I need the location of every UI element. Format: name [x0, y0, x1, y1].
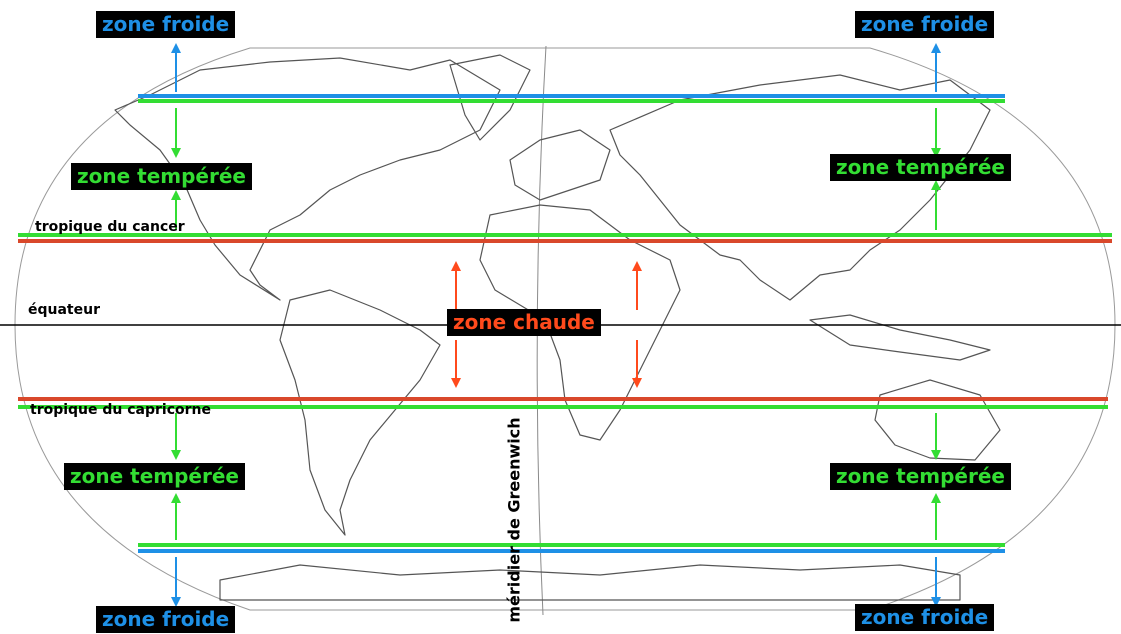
hot-zone-label: zone chaude — [447, 309, 601, 336]
latitude-lines — [0, 94, 1121, 553]
cold-zone-label: zone froide — [96, 606, 236, 633]
greenwich-meridian-label: méridier de Greenwich — [504, 417, 524, 623]
antarctica-coast — [219, 564, 961, 601]
temperate-zone-label: zone tempérée — [830, 463, 1011, 490]
continents — [114, 54, 1001, 601]
greenland-coast — [449, 54, 531, 141]
europe-coast — [509, 129, 611, 201]
australia-coast — [874, 379, 1001, 461]
north-america-coast — [114, 57, 501, 301]
temperate-zone-label: zone tempérée — [71, 163, 252, 190]
indonesia-coast — [809, 314, 991, 361]
equator-label: équateur — [28, 302, 100, 318]
cold-zone-label: zone froide — [855, 604, 995, 631]
temperate-zone-label: zone tempérée — [64, 463, 245, 490]
zone-arrows — [171, 43, 941, 607]
temperate-zone-label: zone tempérée — [830, 154, 1011, 181]
cold-zone-label: zone froide — [855, 11, 995, 38]
tropic-of-capricorn-label: tropique du capricorne — [30, 402, 212, 418]
tropic-of-cancer-label: tropique du cancer — [35, 219, 185, 235]
asia-coast — [609, 74, 991, 301]
cold-zone-label: zone froide — [96, 11, 236, 38]
